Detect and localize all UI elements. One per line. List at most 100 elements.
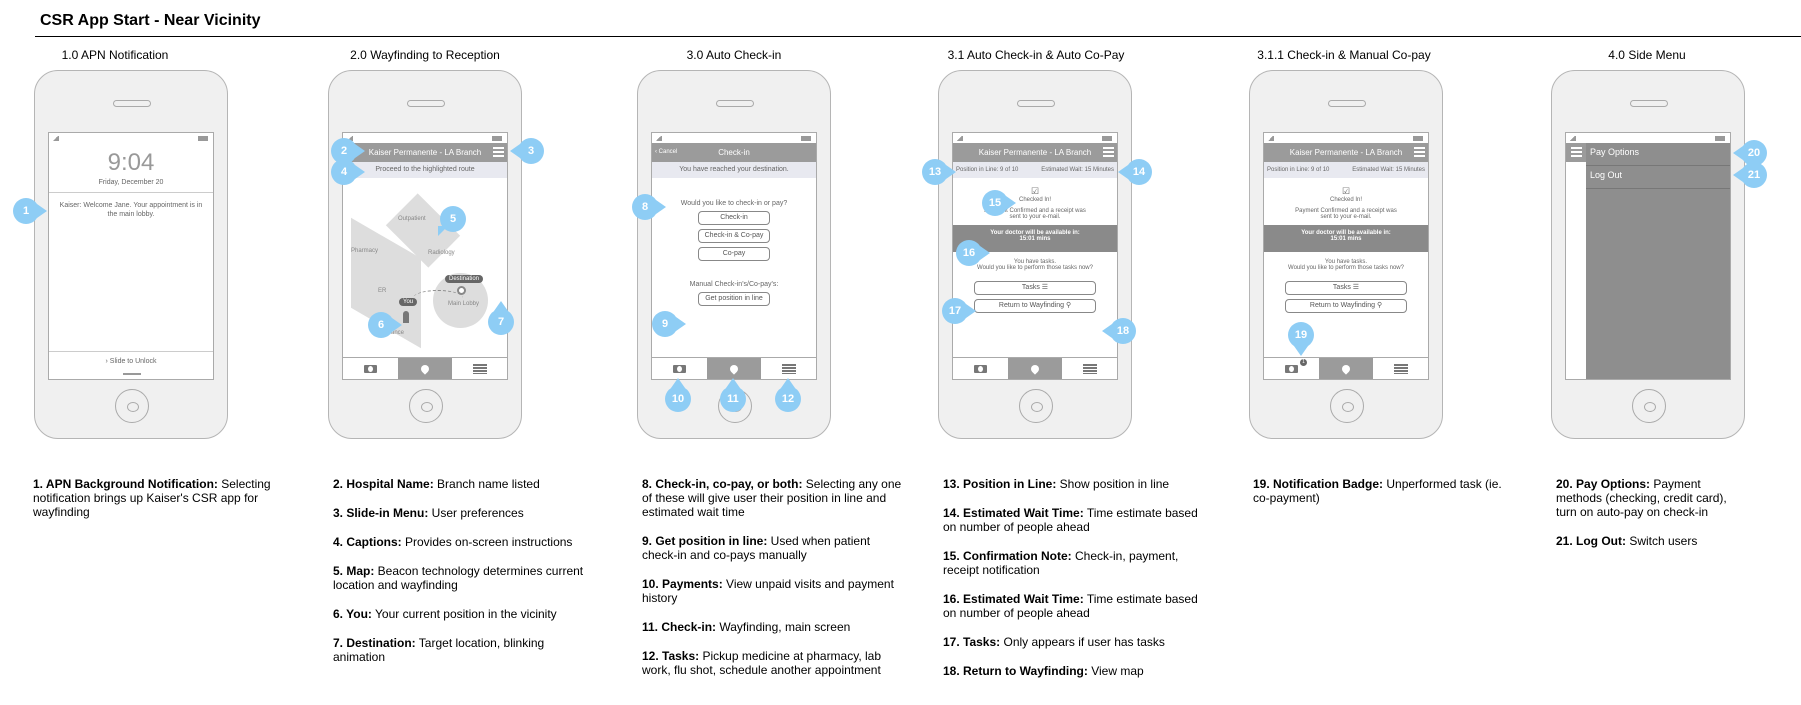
tasks-button-label: Tasks bbox=[1021, 284, 1040, 291]
battery-icon bbox=[1413, 136, 1423, 141]
tab-bar: 1 bbox=[1264, 357, 1428, 379]
destination-icon[interactable] bbox=[457, 286, 466, 295]
tab-check-in[interactable] bbox=[1318, 358, 1374, 379]
tab-tasks[interactable] bbox=[1062, 358, 1117, 379]
money-icon bbox=[973, 364, 987, 373]
menu-item-pay-options[interactable]: Pay Options bbox=[1586, 143, 1730, 166]
note-label: 4. Captions: bbox=[333, 535, 402, 549]
lock-time: 9:04 bbox=[107, 149, 155, 176]
map-label-outpatient: Outpatient bbox=[398, 216, 426, 222]
note-item: 6. You: Your current position in the vic… bbox=[333, 607, 593, 621]
tab-check-in[interactable] bbox=[706, 358, 762, 379]
note-label: 14. Estimated Wait Time: bbox=[943, 506, 1084, 520]
hamburger-menu-icon[interactable] bbox=[1103, 147, 1114, 158]
note-item: 7. Destination: Target location, blinkin… bbox=[333, 636, 593, 664]
notes-column-1: 1. APN Background Notification: Selectin… bbox=[33, 477, 293, 534]
callout-16: 16 bbox=[956, 240, 990, 266]
phone-manual-co-pay: Kaiser Permanente - LA Branch Position i… bbox=[1249, 70, 1443, 439]
callout-4: 4 bbox=[331, 159, 365, 185]
note-label: 21. Log Out: bbox=[1556, 534, 1626, 548]
check-in-button[interactable]: Check-in bbox=[698, 211, 770, 225]
screen: Pay Options Log Out bbox=[1565, 132, 1731, 380]
get-position-button[interactable]: Get position in line bbox=[698, 292, 770, 306]
unlock-handle[interactable] bbox=[123, 373, 141, 375]
note-text: Unperformed task (ie. co-payment) bbox=[1253, 477, 1502, 505]
note-label: 6. You: bbox=[333, 607, 372, 621]
destination-label: Destination bbox=[445, 275, 484, 283]
countdown: 15:01 mins bbox=[1019, 236, 1051, 242]
money-icon bbox=[672, 364, 686, 373]
note-label: 11. Check-in: bbox=[642, 620, 717, 634]
map-label-radiology: Radiology bbox=[428, 250, 455, 256]
tab-payments[interactable] bbox=[652, 358, 707, 379]
hamburger-menu-icon[interactable] bbox=[1571, 147, 1582, 158]
apn-notification[interactable]: Kaiser: Welcome Jane. Your appointment i… bbox=[59, 202, 203, 218]
map[interactable]: Outpatient Pharmacy Radiology ER Main Lo… bbox=[343, 178, 507, 358]
speaker bbox=[1017, 100, 1055, 107]
map-label-entrance: Entrance bbox=[380, 330, 405, 336]
hospital-name-header: Kaiser Permanente - LA Branch bbox=[953, 143, 1117, 162]
return-to-wayfinding-button[interactable]: Return to Wayfinding ⚲ bbox=[1285, 299, 1407, 313]
tab-payments[interactable] bbox=[343, 358, 398, 379]
notes-column-2: 2. Hospital Name: Branch name listed 3. S… bbox=[333, 477, 593, 679]
header-title: Check-in bbox=[718, 148, 750, 157]
speaker bbox=[1328, 100, 1366, 107]
page-title: CSR App Start - Near Vicinity bbox=[40, 12, 261, 29]
note-item: 10. Payments: View unpaid visits and pay… bbox=[642, 577, 902, 605]
callout-20: 20 bbox=[1733, 140, 1767, 166]
menu-item-log-out[interactable]: Log Out bbox=[1586, 166, 1730, 189]
callout-15: 15 bbox=[982, 190, 1016, 216]
money-icon bbox=[363, 364, 377, 373]
screen: Kaiser Permanente - LA Branch Position i… bbox=[952, 132, 1118, 380]
note-text: Branch name listed bbox=[433, 477, 540, 491]
tab-bar bbox=[652, 357, 816, 379]
callout-6: 6 bbox=[368, 312, 402, 338]
note-text: Only appears if user has tasks bbox=[1000, 635, 1165, 649]
list-icon bbox=[1082, 363, 1097, 374]
phone-side-menu: Pay Options Log Out bbox=[1551, 70, 1745, 439]
note-item: 12. Tasks: Pickup medicine at pharmacy, … bbox=[642, 649, 902, 677]
map-pin-icon bbox=[1340, 362, 1352, 375]
tab-payments[interactable] bbox=[953, 358, 1008, 379]
note-item: 8. Check-in, co-pay, or both: Selecting … bbox=[642, 477, 902, 519]
tasks-button[interactable]: Tasks ☰ bbox=[1285, 281, 1407, 295]
notes-column-6: 20. Pay Options: Payment methods (checki… bbox=[1556, 477, 1746, 563]
return-to-wayfinding-button[interactable]: Return to Wayfinding ⚲ bbox=[974, 299, 1096, 313]
tasks-button-label: Tasks bbox=[1332, 284, 1351, 291]
note-label: 3. Slide-in Menu: bbox=[333, 506, 429, 520]
phone-wayfinding: Kaiser Permanente - LA Branch Proceed to… bbox=[328, 70, 522, 439]
note-text: Time estimate based on number of people … bbox=[943, 506, 1198, 534]
note-label: 17. Tasks: bbox=[943, 635, 1001, 649]
tab-payments[interactable]: 1 bbox=[1264, 358, 1319, 379]
tab-check-in[interactable] bbox=[397, 358, 453, 379]
list-icon bbox=[781, 363, 796, 374]
note-item: 9. Get position in line: Used when patie… bbox=[642, 534, 902, 562]
menu-toggle[interactable] bbox=[1566, 143, 1586, 162]
slide-to-unlock[interactable]: › Slide to Unlock bbox=[49, 351, 213, 365]
callout-9: 9 bbox=[652, 311, 686, 337]
map-pin-icon bbox=[419, 362, 431, 375]
tab-check-in[interactable] bbox=[1007, 358, 1063, 379]
note-label: 7. Destination: bbox=[333, 636, 416, 650]
tab-tasks[interactable] bbox=[761, 358, 816, 379]
screen-title-3: 3.0 Auto Check-in bbox=[686, 48, 782, 62]
person-icon bbox=[403, 311, 409, 323]
note-item: 11. Check-in: Wayfinding, main screen bbox=[642, 620, 902, 634]
note-item: 18. Return to Wayfinding: View map bbox=[943, 664, 1203, 678]
cancel-button[interactable]: ‹ Cancel bbox=[655, 149, 678, 155]
battery-icon bbox=[492, 136, 502, 141]
hamburger-menu-icon[interactable] bbox=[1414, 147, 1425, 158]
caption: You have reached your destination. bbox=[652, 162, 816, 178]
money-icon bbox=[1284, 364, 1298, 373]
screen-title-4: 3.1 Auto Check-in & Auto Co-Pay bbox=[947, 48, 1125, 62]
tab-tasks[interactable] bbox=[452, 358, 507, 379]
check-in-co-pay-button[interactable]: Check-in & Co-pay bbox=[698, 229, 770, 243]
tasks-button[interactable]: Tasks ☰ bbox=[974, 281, 1096, 295]
note-item: 2. Hospital Name: Branch name listed bbox=[333, 477, 593, 491]
route-path bbox=[413, 290, 463, 306]
tab-tasks[interactable] bbox=[1373, 358, 1428, 379]
hamburger-menu-icon[interactable] bbox=[493, 147, 504, 158]
co-pay-button[interactable]: Co-pay bbox=[698, 247, 770, 261]
note-item: 3. Slide-in Menu: User preferences bbox=[333, 506, 593, 520]
